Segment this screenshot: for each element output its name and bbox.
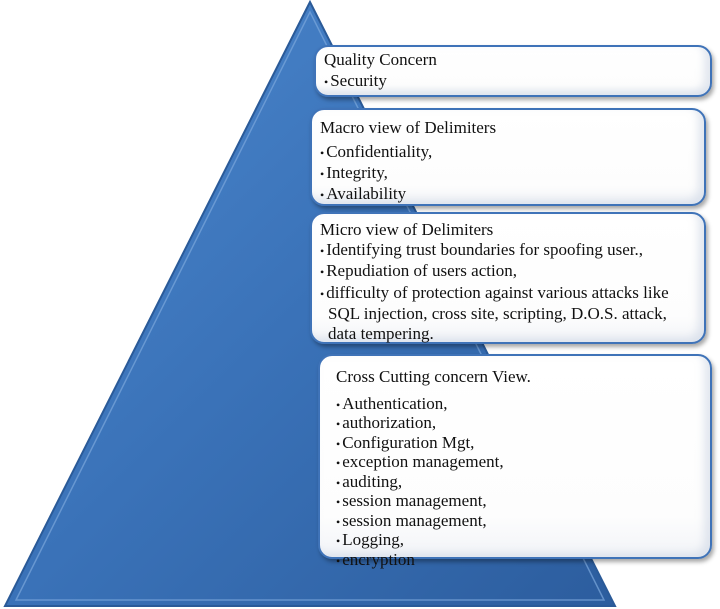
list-item: Repudiation of users action, <box>320 261 696 283</box>
list-item: Logging, <box>336 531 702 551</box>
box-title: Micro view of Delimiters <box>320 220 494 239</box>
box-quality-concern: Quality Concern Security <box>314 45 712 97</box>
list-item: auditing, <box>336 472 702 493</box>
list-item: authorization, <box>336 414 702 434</box>
list-item: difficulty of protection against various… <box>320 283 696 344</box>
box-title: Cross Cutting concern View. <box>336 367 531 386</box>
box-title: Macro view of Delimiters <box>320 118 497 137</box>
list-item: Availability <box>320 184 696 205</box>
list-item: Authentication, <box>336 394 702 415</box>
list-item: session management, <box>336 511 702 532</box>
box-micro-view: Micro view of Delimiters Identifying tru… <box>310 212 706 344</box>
box-title: Quality Concern <box>324 50 437 69</box>
list-item: Security <box>324 71 702 92</box>
box-macro-view: Macro view of Delimiters Confidentiality… <box>310 108 706 206</box>
list-item: encryption <box>336 550 702 571</box>
list-item: Identifying trust boundaries for spoofin… <box>320 240 696 262</box>
box-cross-cutting: Cross Cutting concern View. Authenticati… <box>318 354 712 568</box>
list-item: session management, <box>336 492 702 512</box>
list-item: Confidentiality, <box>320 142 696 163</box>
list-item: Integrity, <box>320 163 696 184</box>
list-item: exception management, <box>336 453 702 473</box>
list-item: Configuration Mgt, <box>336 433 702 454</box>
